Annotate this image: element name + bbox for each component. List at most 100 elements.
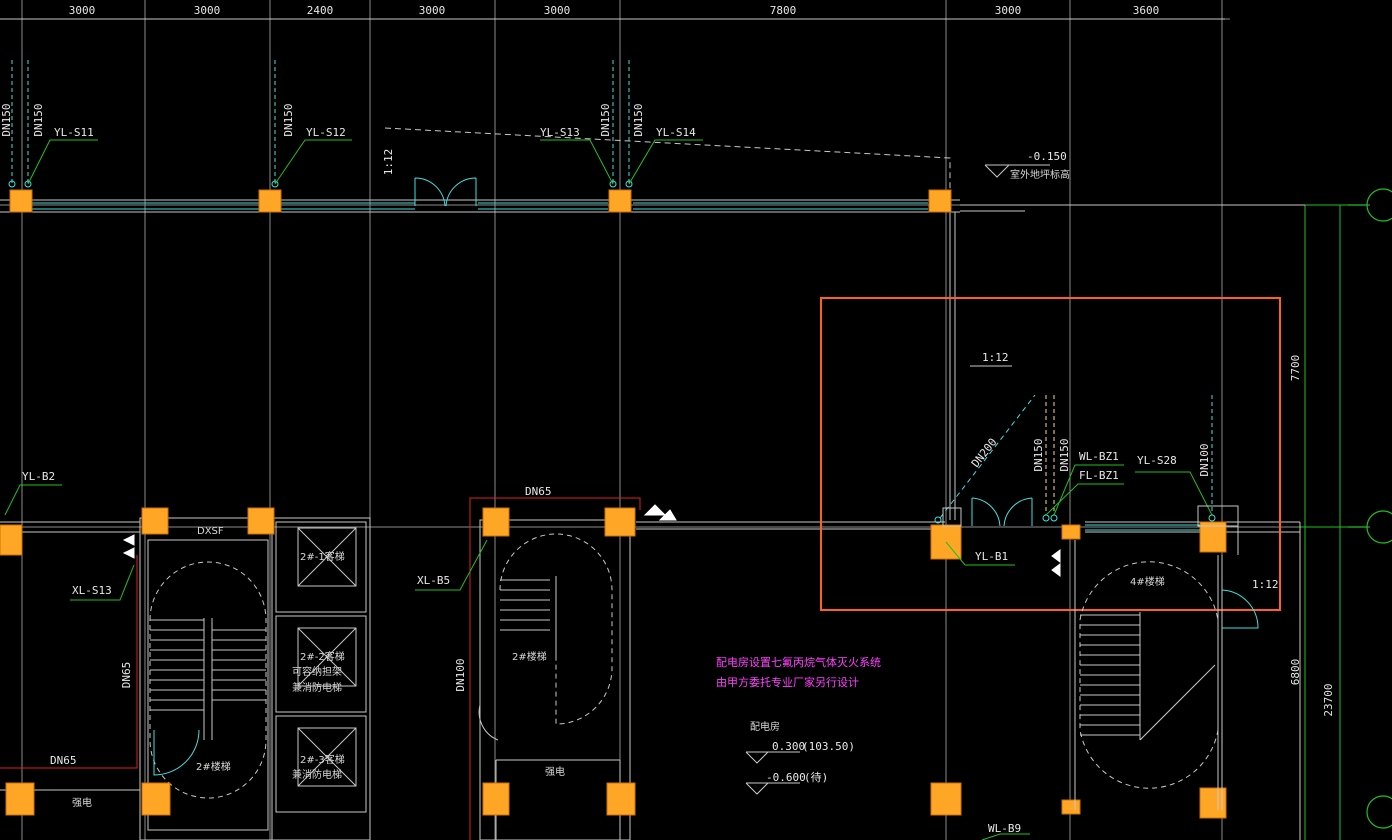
left-core-walls bbox=[139, 517, 371, 840]
pipe-size-label: DN150 bbox=[282, 103, 295, 136]
column bbox=[9, 189, 33, 213]
room-label: 强电 bbox=[545, 765, 565, 778]
stair-treads-middle bbox=[500, 576, 557, 660]
stair-label: 4#楼梯 bbox=[1130, 575, 1165, 588]
top-wall bbox=[0, 177, 1305, 520]
elevator-label: 2#-2客梯 bbox=[300, 650, 345, 663]
pipe-size-label: DN150 bbox=[32, 103, 45, 136]
top-dimension-labels: 3000 3000 2400 3000 3000 7800 3000 3600 bbox=[69, 4, 1160, 17]
door-swing-middle bbox=[478, 704, 499, 741]
pipe-tag: XL-S13 bbox=[72, 584, 112, 597]
top-columns bbox=[9, 189, 952, 213]
dim-label: 3000 bbox=[194, 4, 221, 17]
dim-label: 2400 bbox=[307, 4, 334, 17]
slope-label: 1:12 bbox=[982, 351, 1009, 364]
elevation-value: -0.600 bbox=[766, 771, 806, 784]
pipe-size-label: DN150 bbox=[1058, 438, 1071, 471]
dim-label-right: 7700 bbox=[1289, 355, 1302, 382]
outdoor-elevation-mark bbox=[984, 164, 1050, 178]
pipe-tag: FL-BZ1 bbox=[1079, 469, 1119, 482]
pipe-tag: YL-S12 bbox=[306, 126, 346, 139]
highlight-region[interactable] bbox=[820, 297, 1281, 611]
dim-label: 7800 bbox=[770, 4, 797, 17]
fire-system-note-line2: 由甲方委托专业厂家另行设计 bbox=[716, 675, 859, 689]
elevation-absolute: (待) bbox=[804, 770, 828, 784]
pipe-size-labels-top: DN150 DN150 DN150 DN150 DN150 bbox=[0, 103, 645, 136]
stair-middle-outline bbox=[499, 533, 613, 725]
elevator-shafts bbox=[297, 527, 357, 787]
slope-label: 1:12 bbox=[1252, 578, 1279, 591]
elevator-label: 2#-3客梯 bbox=[300, 753, 345, 766]
pipe-size-label: DN65 bbox=[525, 485, 552, 498]
pipe-tag: YL-S13 bbox=[540, 126, 580, 139]
elevator-note: 兼消防电梯 bbox=[292, 768, 342, 781]
pipe-risers-right bbox=[1045, 395, 1213, 515]
pipe-size-label: DN150 bbox=[1032, 438, 1045, 471]
middle-columns bbox=[0, 507, 1227, 819]
fire-hydrant-markers bbox=[122, 504, 1061, 577]
room-label: 配电房 bbox=[750, 720, 780, 733]
pipe-tag: YL-S28 bbox=[1137, 454, 1177, 467]
dim-label: 3000 bbox=[544, 4, 571, 17]
red-boundary-stair2 bbox=[469, 497, 641, 840]
dim-label: 3000 bbox=[995, 4, 1022, 17]
middle-wall bbox=[0, 521, 1301, 840]
elevation-note: 室外地坪标高 bbox=[1010, 168, 1070, 181]
dim-label: 3600 bbox=[1133, 4, 1160, 17]
red-boundary-left bbox=[0, 555, 138, 769]
room-label: 强电 bbox=[72, 796, 92, 809]
pipe-risers-top bbox=[11, 60, 630, 185]
pipe-size-label: DN65 bbox=[50, 754, 77, 767]
elevator-note: 可容纳担架 bbox=[292, 665, 342, 678]
pipe-tag: YL-B2 bbox=[22, 470, 55, 483]
pipe-size-label: DN150 bbox=[0, 103, 13, 136]
elevation-marks bbox=[745, 751, 800, 795]
stair-treads-left bbox=[150, 619, 266, 711]
equipment-code: DXSF bbox=[197, 526, 224, 537]
stair-label: 2#楼梯 bbox=[512, 650, 547, 663]
pipe-size-label: DN100 bbox=[1198, 443, 1211, 476]
pipe-size-label: DN65 bbox=[120, 662, 133, 689]
dim-label-right: 6800 bbox=[1289, 659, 1302, 686]
stair-treads-right bbox=[1080, 612, 1216, 741]
pipe-tag: YL-B1 bbox=[975, 550, 1008, 563]
stair-label: 2#楼梯 bbox=[196, 760, 231, 773]
right-wall-stubs bbox=[942, 505, 1239, 555]
stair-4-walls bbox=[1074, 540, 1223, 810]
pipe-size-label: DN150 bbox=[632, 103, 645, 136]
right-dimension-lines bbox=[1298, 204, 1348, 840]
pipe-size-label: DN100 bbox=[454, 658, 467, 691]
leaders-top bbox=[27, 139, 703, 185]
stair-left bbox=[149, 561, 267, 799]
slope-label: 1:12 bbox=[382, 149, 395, 176]
pipe-size-label: DN200 bbox=[969, 436, 1000, 470]
pipe-dn200 bbox=[939, 394, 1036, 519]
elevation-value: -0.150 bbox=[1027, 150, 1067, 163]
axis-bubbles bbox=[1348, 188, 1392, 829]
pipe-tag: YL-S14 bbox=[656, 126, 696, 139]
pipe-tag: XL-B5 bbox=[417, 574, 450, 587]
column bbox=[928, 189, 952, 213]
stair-4-outline bbox=[1079, 561, 1219, 789]
dim-label-right: 23700 bbox=[1322, 683, 1335, 716]
door-swing-left bbox=[153, 729, 200, 776]
fire-system-note-line1: 配电房设置七氟丙烷气体灭火系统 bbox=[716, 655, 881, 669]
door-swing-stair4 bbox=[1221, 589, 1259, 629]
column bbox=[258, 189, 282, 213]
column bbox=[608, 189, 632, 213]
pipe-size-label: DN150 bbox=[599, 103, 612, 136]
door-right bbox=[971, 497, 1200, 531]
pipe-tag: WL-BZ1 bbox=[1079, 450, 1119, 463]
pipe-tag: WL-B9 bbox=[988, 822, 1021, 835]
elevation-value: 0.300 bbox=[772, 740, 805, 753]
leaders-left bbox=[4, 484, 488, 601]
dim-label: 3000 bbox=[419, 4, 446, 17]
elevation-absolute: (103.50) bbox=[802, 740, 855, 753]
elevator-note: 兼消防电梯 bbox=[292, 681, 342, 694]
elevator-label: 2#-1客梯 bbox=[300, 550, 345, 563]
leaders-right bbox=[945, 464, 1213, 840]
dim-label: 3000 bbox=[69, 4, 96, 17]
pipe-tag: YL-S11 bbox=[54, 126, 94, 139]
